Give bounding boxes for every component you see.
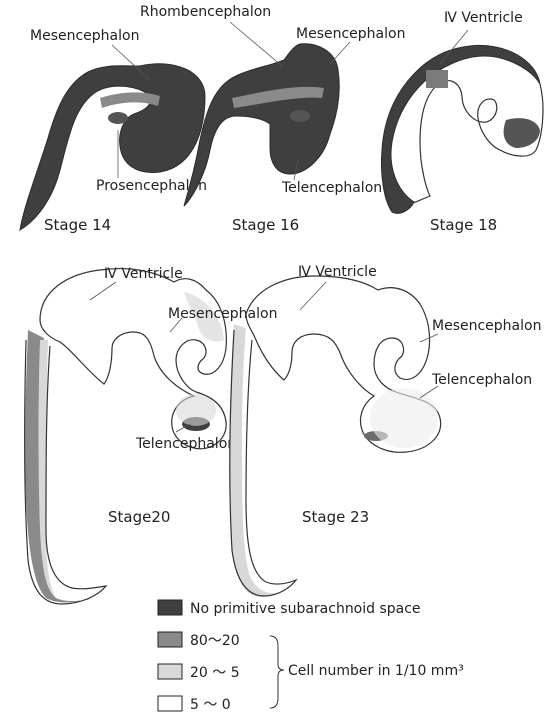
legend: No primitive subarachnoid space 80～20 20… (158, 600, 464, 713)
stage-18-diagram: Ⅳ Ventricle Stage 18 (381, 10, 542, 234)
stage-14-label-mesencephalon: Mesencephalon (30, 28, 139, 44)
legend-swatch-20-5 (158, 664, 182, 679)
legend-swatch-80-20 (158, 632, 182, 647)
stage-20-caption: Stage20 (108, 508, 170, 526)
stage-18-caption: Stage 18 (430, 216, 497, 234)
legend-label-20-5: 20 ～ 5 (190, 665, 240, 681)
stage-20-telencephalon-pale (176, 394, 216, 426)
stage-20-label-telencephalon: Telencephalon (135, 436, 236, 452)
stage-14-caption: Stage 14 (44, 216, 111, 234)
stage-23-pale-band (229, 324, 280, 597)
stage-23-caption: Stage 23 (302, 508, 369, 526)
stage-23-leader-ventricle (300, 282, 326, 310)
legend-bracket-label: Cell number in 1/10 mm³ (288, 663, 464, 679)
stage-16-leader-mesencephalon (330, 42, 350, 64)
stage-16-leader-rhombencephalon (230, 22, 282, 66)
stage-20-leader-ventricle (90, 282, 116, 300)
stage-14-embryo-shape (20, 64, 205, 230)
stage-23-label-telencephalon: Telencephalon (431, 372, 532, 388)
stage-16-caption: Stage 16 (232, 216, 299, 234)
legend-label-5-0: 5 ～ 0 (190, 697, 231, 713)
stage-23-telencephalon-pale (370, 388, 438, 448)
stage-20-shaded-band (25, 330, 98, 602)
stage-16-forebrain-mark (290, 110, 310, 122)
stage-14-forebrain-mark (108, 112, 128, 124)
stage-23-label-mesencephalon: Mesencephalon (432, 318, 541, 334)
stage-18-label-ventricle: Ⅳ Ventricle (444, 10, 523, 26)
stage-16-label-mesencephalon: Mesencephalon (296, 26, 405, 42)
stage-23-label-ventricle: Ⅳ Ventricle (298, 264, 377, 280)
stage-14-diagram: Mesencephalon Prosencephalon Stage 14 (20, 28, 207, 234)
legend-bracket (270, 636, 284, 708)
legend-swatch-no-space (158, 600, 182, 615)
stage-16-label-telencephalon: Telencephalon (281, 180, 382, 196)
stage-20-label-mesencephalon: Mesencephalon (168, 306, 277, 322)
legend-label-80-20: 80～20 (190, 633, 240, 649)
stage-18-telencephalon-patch (504, 118, 540, 148)
stage-18-ventricle-patch (426, 70, 448, 88)
stage-20-label-ventricle: Ⅳ Ventricle (104, 266, 183, 282)
legend-label-no-space: No primitive subarachnoid space (190, 601, 421, 617)
legend-swatch-5-0 (158, 696, 182, 711)
stage-16-label-rhombencephalon: Rhombencephalon (140, 4, 271, 20)
